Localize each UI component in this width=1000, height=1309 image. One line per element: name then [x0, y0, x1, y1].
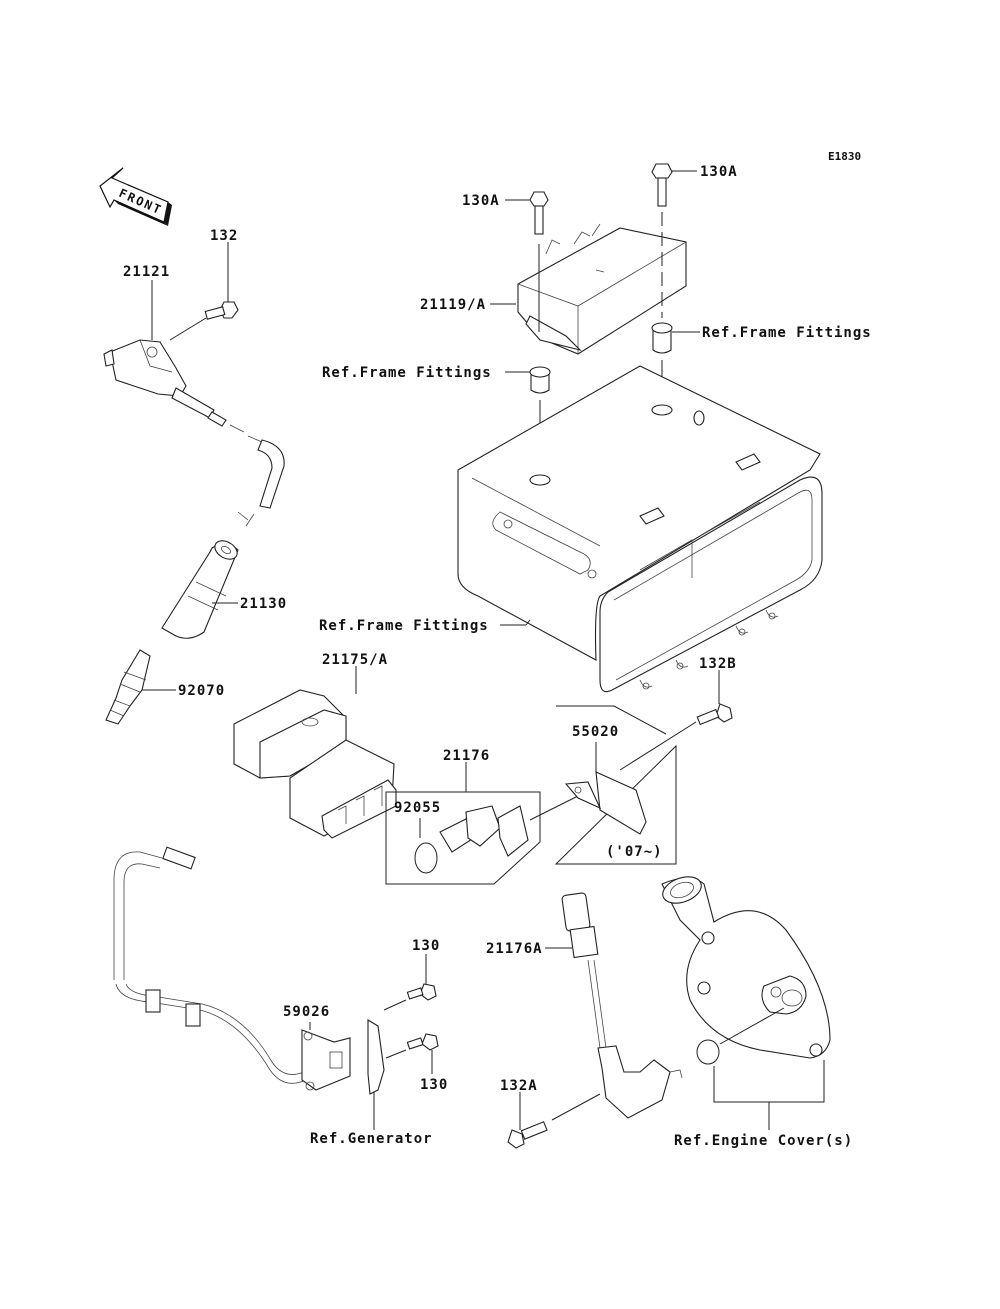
ref-frame-fittings-3[interactable]: Ref.Frame Fittings: [319, 618, 489, 634]
group-box-21176: [385, 791, 541, 885]
bolt-130a-left: [529, 191, 549, 235]
ref-generator[interactable]: Ref.Generator: [310, 1131, 433, 1147]
part-label-130a-left[interactable]: 130A: [462, 193, 500, 209]
speed-sensor-21176a: [561, 892, 683, 1119]
engine-cover: [661, 876, 831, 1059]
part-label-21176a[interactable]: 21176A: [486, 941, 543, 957]
bolt-130a-right: [651, 163, 673, 207]
ref-frame-fittings-2[interactable]: Ref.Frame Fittings: [322, 365, 492, 381]
grommet-right: [651, 322, 673, 354]
part-label-92070[interactable]: 92070: [178, 683, 225, 699]
part-label-21175a[interactable]: 21175/A: [322, 652, 388, 668]
part-label-55020[interactable]: 55020: [572, 724, 619, 740]
ref-frame-fittings-1[interactable]: Ref.Frame Fittings: [702, 325, 872, 341]
diagram-code: E1830: [828, 150, 861, 163]
part-label-21119a[interactable]: 21119/A: [420, 297, 486, 313]
igniter-unit: [233, 689, 397, 839]
bolt-132b: [696, 703, 733, 726]
year-note: ('07~): [606, 844, 663, 860]
bolt-132: [204, 301, 239, 320]
part-label-130a-right[interactable]: 130A: [700, 164, 738, 180]
ref-engine-cover[interactable]: Ref.Engine Cover(s): [674, 1133, 853, 1149]
o-ring-92055: [414, 842, 438, 874]
part-label-92055[interactable]: 92055: [394, 800, 441, 816]
leader-line: [551, 1093, 601, 1121]
part-label-21176[interactable]: 21176: [443, 748, 490, 764]
leader-line: [383, 999, 407, 1011]
part-label-130-bottom[interactable]: 130: [420, 1077, 448, 1093]
pickup-coil-harness: [113, 846, 385, 1095]
o-ring-engine-cover: [696, 1039, 720, 1065]
spark-plug: [105, 649, 151, 725]
plug-cap: [161, 540, 239, 639]
front-arrow-icon: FRONT: [99, 167, 172, 226]
battery-case: [457, 365, 823, 693]
part-label-130-top[interactable]: 130: [412, 938, 440, 954]
part-label-21130[interactable]: 21130: [240, 596, 287, 612]
bolt-130-top: [406, 983, 437, 1001]
bracket-55020: [564, 771, 647, 835]
speed-sensor-21176: [439, 805, 529, 857]
part-label-21121[interactable]: 21121: [123, 264, 170, 280]
ignition-coil: [103, 339, 285, 527]
part-label-59026[interactable]: 59026: [283, 1004, 330, 1020]
part-label-132[interactable]: 132: [210, 228, 238, 244]
leader-line: [529, 795, 579, 821]
leader-line: [169, 317, 207, 341]
leader-line: [385, 1049, 407, 1059]
part-label-132b[interactable]: 132B: [699, 656, 737, 672]
part-label-132a[interactable]: 132A: [500, 1078, 538, 1094]
grommet-left: [529, 366, 551, 394]
leader-line: [525, 619, 531, 626]
leader-line: [619, 721, 697, 771]
bolt-130-bottom: [406, 1033, 439, 1051]
bolt-132a: [507, 1121, 548, 1149]
leader-bracket: [713, 1060, 825, 1103]
leader-line: [719, 1007, 785, 1045]
